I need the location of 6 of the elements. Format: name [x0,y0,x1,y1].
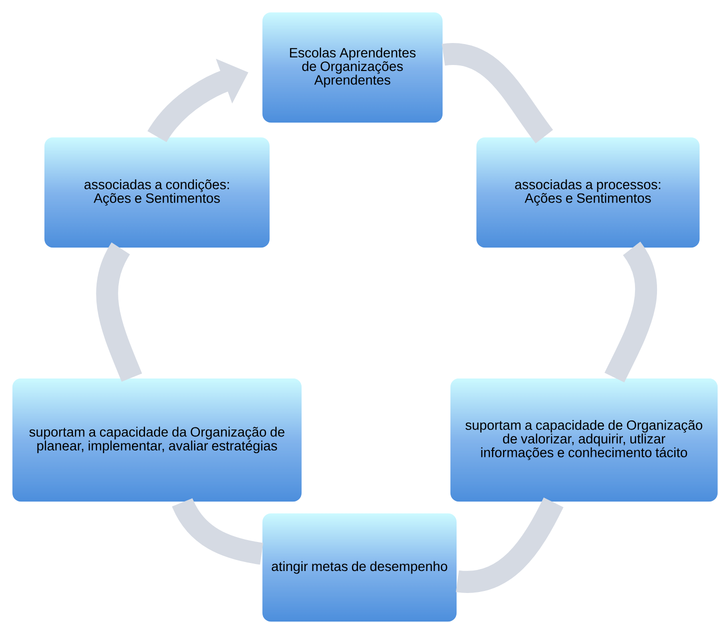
process-box: suportam a capacidade de Organização de valorizar, adquirir, utlizar informações e conhecimento tácito [450,378,718,502]
process-box: associadas a processos: Ações e Sentimentos [476,136,700,248]
process-box: associadas a condições: Ações e Sentimentos [44,136,270,248]
process-box: atingir metas de desempenho [262,512,458,622]
process-box: suportam a capacidade da Organização de planear, implementar, avaliar estratégias [12,378,302,502]
process-box: Escolas Aprendentes de Organizações Aprendentes [262,12,444,124]
